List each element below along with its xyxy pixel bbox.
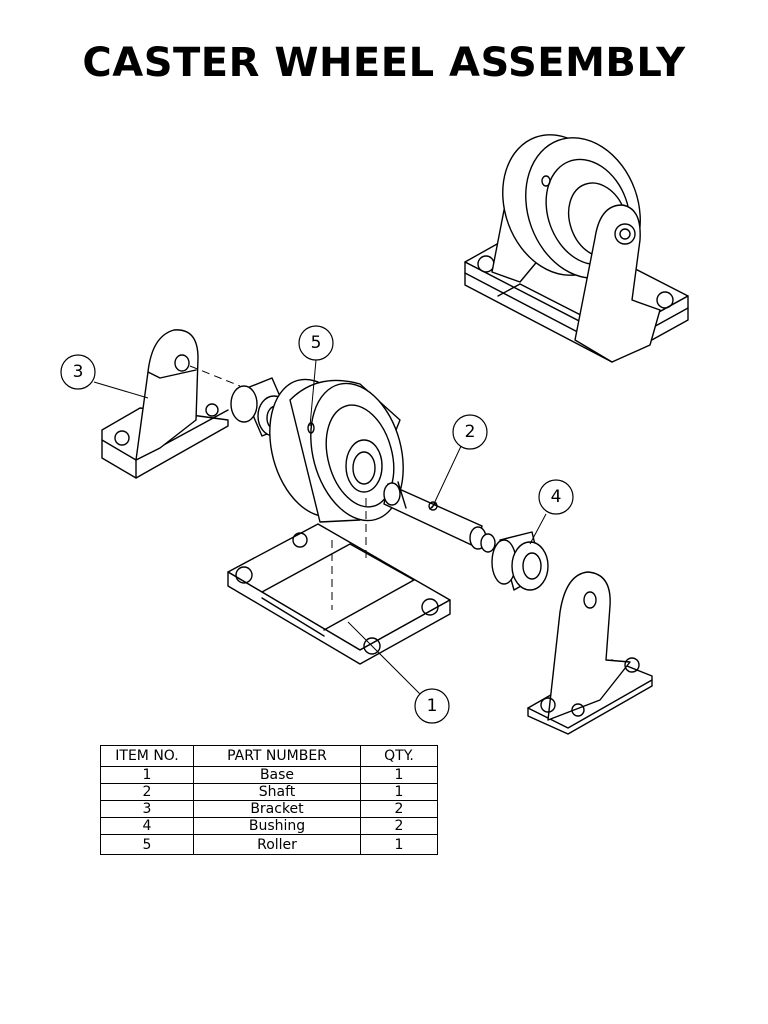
svg-text:4: 4	[551, 487, 562, 507]
svg-text:2: 2	[465, 422, 476, 442]
bom-header-item: ITEM NO.	[100, 745, 194, 767]
bom-part: Roller	[193, 834, 361, 855]
base-plate	[227, 498, 451, 665]
bom-item: 5	[100, 834, 194, 855]
assembled-caster	[464, 134, 689, 363]
roller	[269, 378, 404, 523]
balloon-4: 4	[538, 479, 574, 515]
bom-qty: 1	[360, 766, 438, 784]
bom-item: 4	[100, 817, 194, 835]
table-row: 5 Roller 1	[100, 834, 438, 855]
svg-text:5: 5	[311, 333, 322, 353]
bom-qty: 2	[360, 800, 438, 818]
bom-qty: 1	[360, 834, 438, 855]
balloon-2: 2	[452, 414, 488, 450]
bom-part: Shaft	[193, 783, 361, 801]
page-title: CASTER WHEEL ASSEMBLY	[82, 40, 686, 86]
bom-item: 1	[100, 766, 194, 784]
bom-qty: 2	[360, 817, 438, 835]
bom-part: Bushing	[193, 817, 361, 835]
table-row: 2 Shaft 1	[100, 783, 438, 801]
bom-header-qty: QTY.	[360, 745, 438, 767]
bom-item: 3	[100, 800, 194, 818]
bill-of-materials: ITEM NO. PART NUMBER QTY. 1 Base 1 2 Sha…	[100, 745, 438, 855]
bushing-right	[491, 531, 549, 591]
bom-part: Base	[193, 766, 361, 784]
bom-header-part: PART NUMBER	[193, 745, 361, 767]
bom-part: Bracket	[193, 800, 361, 818]
bom-qty: 1	[360, 783, 438, 801]
balloon-5: 5	[298, 325, 334, 361]
bracket-left	[101, 329, 241, 479]
table-row: 1 Base 1	[100, 766, 438, 784]
table-row: 4 Bushing 2	[100, 817, 438, 835]
shaft	[383, 481, 496, 553]
svg-text:1: 1	[427, 696, 438, 716]
bracket-right	[527, 571, 653, 735]
bom-header-row: ITEM NO. PART NUMBER QTY.	[100, 745, 438, 767]
table-row: 3 Bracket 2	[100, 800, 438, 818]
balloon-3: 3	[60, 354, 96, 390]
svg-text:3: 3	[73, 362, 84, 382]
balloon-1: 1	[414, 688, 450, 724]
bom-item: 2	[100, 783, 194, 801]
